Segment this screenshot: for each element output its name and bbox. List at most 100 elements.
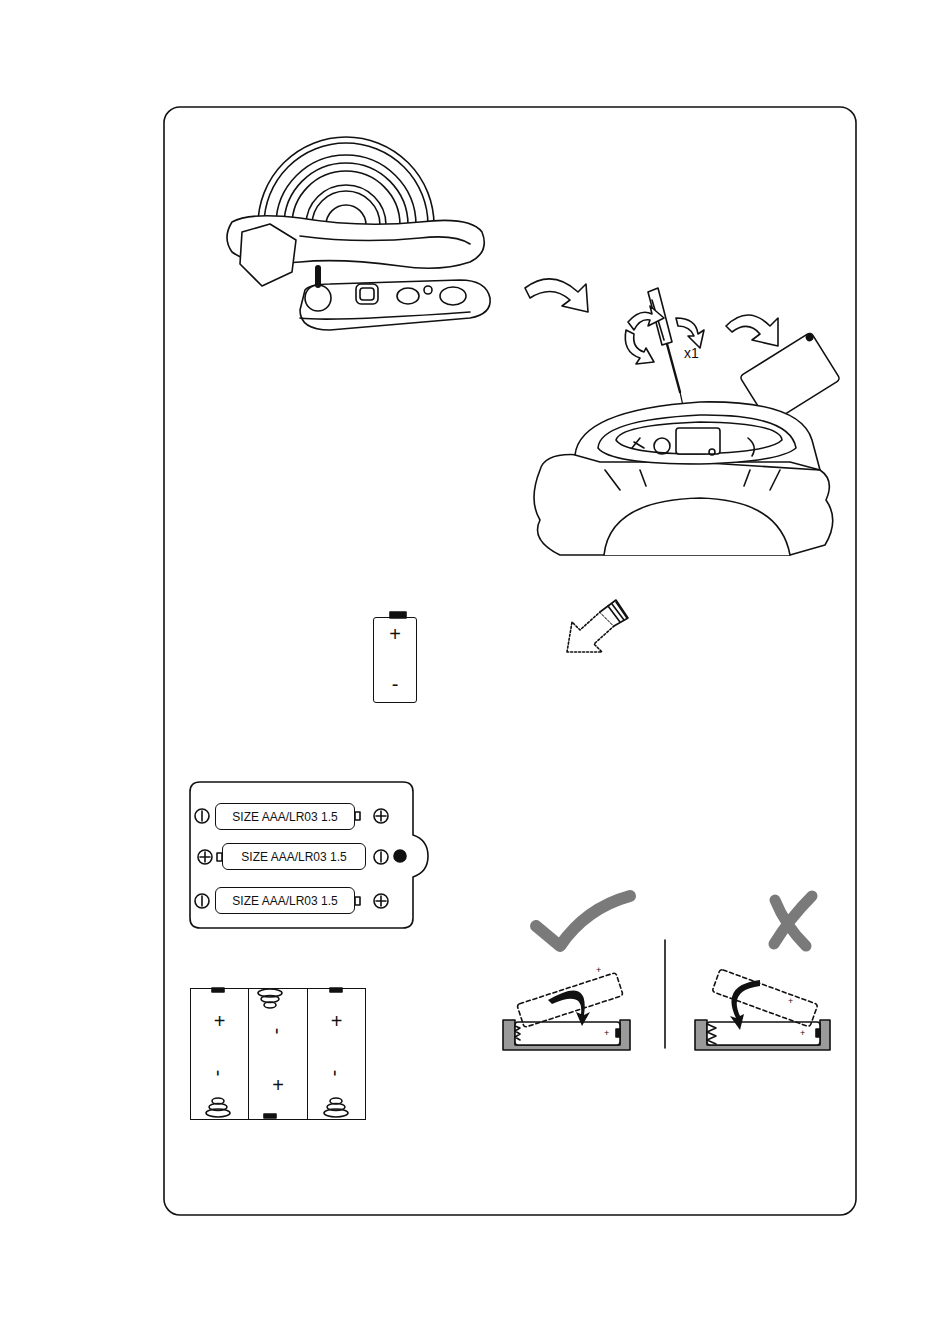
toy-illustration — [360, 288, 374, 300]
insert-arrow — [600, 600, 628, 626]
toy-underside — [604, 498, 790, 555]
polarity-sign: - — [268, 1028, 288, 1035]
battery-cover-outline — [195, 894, 209, 908]
toy-underside — [676, 428, 720, 454]
quantity-label: x1 — [684, 346, 699, 360]
compartment-cell: +- — [190, 988, 249, 1120]
correct-insertion — [503, 1020, 630, 1050]
toy-illustration — [440, 287, 466, 305]
polarity-sign: - — [392, 674, 399, 694]
polarity-sign: - — [326, 1070, 346, 1077]
battery-cover-outline — [376, 811, 386, 821]
toy-illustration — [240, 224, 296, 286]
battery-slot: SIZE AAA/LR03 1.5 — [222, 843, 366, 870]
battery-cover-icon — [805, 333, 813, 341]
toy-illustration — [276, 155, 416, 225]
compartment-cell: +- — [307, 988, 366, 1120]
battery-slot: SIZE AAA/LR03 1.5 — [215, 887, 355, 914]
wrong-insertion — [816, 1029, 820, 1037]
polarity-sign: + — [272, 1075, 284, 1095]
check-mark — [536, 896, 630, 946]
polarity-sign: + — [331, 1011, 343, 1031]
wrong-insertion — [712, 969, 818, 1027]
toy-underside — [616, 422, 782, 454]
toy-illustration — [300, 312, 470, 319]
spring-contact — [264, 1002, 276, 1008]
toy-illustration — [424, 286, 432, 294]
battery-cover-outline — [374, 850, 388, 864]
battery-cover-outline — [198, 850, 212, 864]
toy-illustration — [397, 288, 419, 304]
battery-cover-outline — [190, 782, 428, 928]
polarity-sign: + — [389, 624, 401, 644]
toy-underside — [654, 438, 670, 454]
page-frame — [164, 107, 856, 1215]
toy-illustration — [258, 137, 434, 225]
toy-illustration — [227, 137, 490, 330]
cross-mark — [774, 896, 812, 946]
correct-insertion — [616, 1029, 620, 1037]
battery-cover-outline — [374, 894, 388, 908]
toy-illustration — [356, 284, 378, 304]
spring-contact — [206, 1109, 230, 1117]
battery-slot: SIZE AAA/LR03 1.5 — [215, 803, 355, 830]
battery-cover-outline — [201, 811, 203, 821]
wrong-insertion — [695, 1020, 830, 1050]
correct-insertion — [517, 973, 623, 1028]
compartment-cell: -+ — [248, 988, 308, 1120]
toy-illustration — [315, 268, 321, 285]
battery-cover-outline — [195, 809, 209, 823]
battery-cover-outline — [380, 852, 382, 862]
polarity-sign: + — [800, 1029, 805, 1038]
toy-illustration — [300, 280, 490, 330]
wrong-insertion — [707, 1024, 716, 1044]
wrong-insertion — [730, 980, 760, 1030]
battery-size-text: SIZE AAA/LR03 1.5 — [232, 811, 337, 823]
toy-underside — [534, 455, 833, 555]
battery-cover-outline — [201, 896, 203, 906]
battery-cover-outline — [200, 852, 210, 862]
battery-cover-outline — [376, 896, 386, 906]
polarity-sign: + — [788, 997, 793, 1006]
wrong-insertion — [695, 969, 830, 1050]
correct-insertion — [515, 1026, 520, 1040]
battery-cover-outline — [394, 850, 406, 862]
insert-arrow — [567, 600, 628, 652]
battery-cover-outline — [355, 812, 360, 820]
battery-size-text: SIZE AAA/LR03 1.5 — [241, 851, 346, 863]
toy-underside — [748, 438, 754, 456]
spring-contact — [324, 1109, 348, 1117]
battery-cover-outline — [190, 782, 428, 928]
correct-insertion — [548, 990, 590, 1026]
toy-underside — [598, 415, 796, 464]
toy-underside — [632, 438, 644, 448]
toy-illustration — [264, 143, 428, 225]
insert-arrow — [608, 602, 627, 622]
battery-size-text: SIZE AAA/LR03 1.5 — [232, 895, 337, 907]
toy-underside — [575, 402, 820, 470]
correct-insertion — [517, 973, 623, 1028]
toy-underside — [709, 449, 715, 455]
turn-arrow — [525, 279, 588, 312]
battery-cover-outline — [355, 897, 360, 905]
spring-contact — [206, 988, 348, 1118]
polarity-sign: - — [209, 1070, 229, 1077]
screwdriver-icon — [676, 318, 704, 348]
toy-underside — [534, 402, 833, 555]
screwdriver-icon — [628, 306, 664, 330]
wrong-insertion — [712, 969, 818, 1027]
toy-illustration — [312, 191, 380, 225]
toy-illustration — [300, 236, 470, 244]
battery-icon: +- — [373, 617, 417, 703]
remove-arrow — [726, 315, 778, 346]
polarity-sign: + — [596, 966, 601, 975]
battery-cover-outline — [374, 809, 388, 823]
screwdriver-icon — [625, 330, 654, 364]
divider — [664, 940, 666, 1048]
spring-contact — [264, 1114, 276, 1118]
toy-illustration — [292, 171, 400, 225]
polarity-sign: + — [214, 1011, 226, 1031]
screwdriver-icon — [667, 344, 680, 392]
